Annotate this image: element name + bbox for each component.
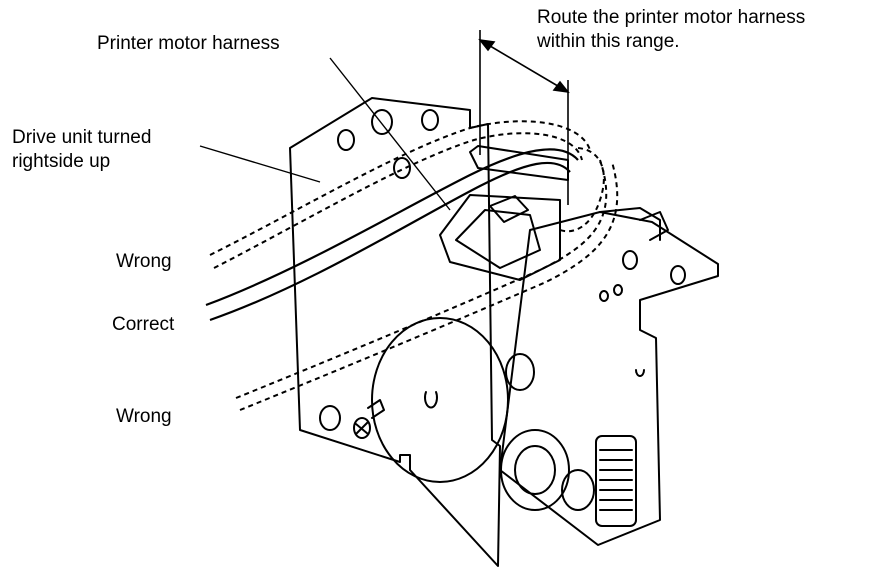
wrong-upper-label: Wrong <box>116 251 172 272</box>
right-bracket <box>639 211 669 241</box>
bracket-hole <box>670 265 686 285</box>
pulley-teeth <box>599 449 633 511</box>
plate-hole <box>393 157 411 179</box>
screw-mark <box>635 369 645 377</box>
motor-gear <box>371 317 509 483</box>
plate-hole <box>337 129 355 151</box>
range-arrow-left <box>478 38 496 52</box>
plate-hole <box>371 109 393 135</box>
mounting-screw <box>319 405 341 431</box>
connector-lock <box>489 195 529 223</box>
harness-wrong-lower-a <box>235 159 608 399</box>
printer-motor-harness-label: Printer motor harness <box>97 33 280 54</box>
bracket-hole <box>613 284 623 296</box>
harness-leader <box>329 57 451 211</box>
drive-unit-line2: rightside up <box>12 151 111 172</box>
harness-correct-upper <box>205 148 579 307</box>
drive-unit-label: Drive unit turned rightside up <box>12 126 151 174</box>
screw-shaft <box>367 399 385 419</box>
harness-wrong-loop <box>559 147 605 233</box>
range-arrow-right <box>552 80 570 94</box>
correct-label: Correct <box>112 314 175 335</box>
bracket-hole <box>599 290 609 302</box>
gear-hub-mark <box>424 391 438 409</box>
route-range-line1: Route the printer motor harness <box>537 7 806 28</box>
route-range-label: Route the printer motor harness within t… <box>537 6 805 54</box>
plate-hole <box>421 109 439 131</box>
harness-wrong-upper-b <box>213 132 583 269</box>
front-housing <box>499 211 719 546</box>
lower-gear-outer <box>500 429 570 511</box>
range-dimension-line <box>479 39 569 93</box>
wrong-lower-label: Wrong <box>116 406 172 427</box>
harness-wrong-upper-a <box>209 120 591 256</box>
drive-unit-side-plate <box>289 97 501 567</box>
front-flange <box>599 207 661 241</box>
drive-unit-leader <box>199 145 321 183</box>
screw-cross <box>355 421 369 435</box>
bracket-hole <box>622 250 638 270</box>
mounting-screw <box>353 417 371 439</box>
drive-unit-line1: Drive unit turned <box>12 127 152 148</box>
harness-wrong-lower-b <box>239 161 619 411</box>
connector-socket <box>455 209 541 269</box>
harness-correct-lower <box>209 161 571 322</box>
small-gear <box>561 469 595 511</box>
pulley-body <box>595 435 637 527</box>
lower-gear-inner <box>514 445 556 495</box>
route-range-line2: within this range. <box>537 31 680 52</box>
middle-gear <box>505 353 535 391</box>
